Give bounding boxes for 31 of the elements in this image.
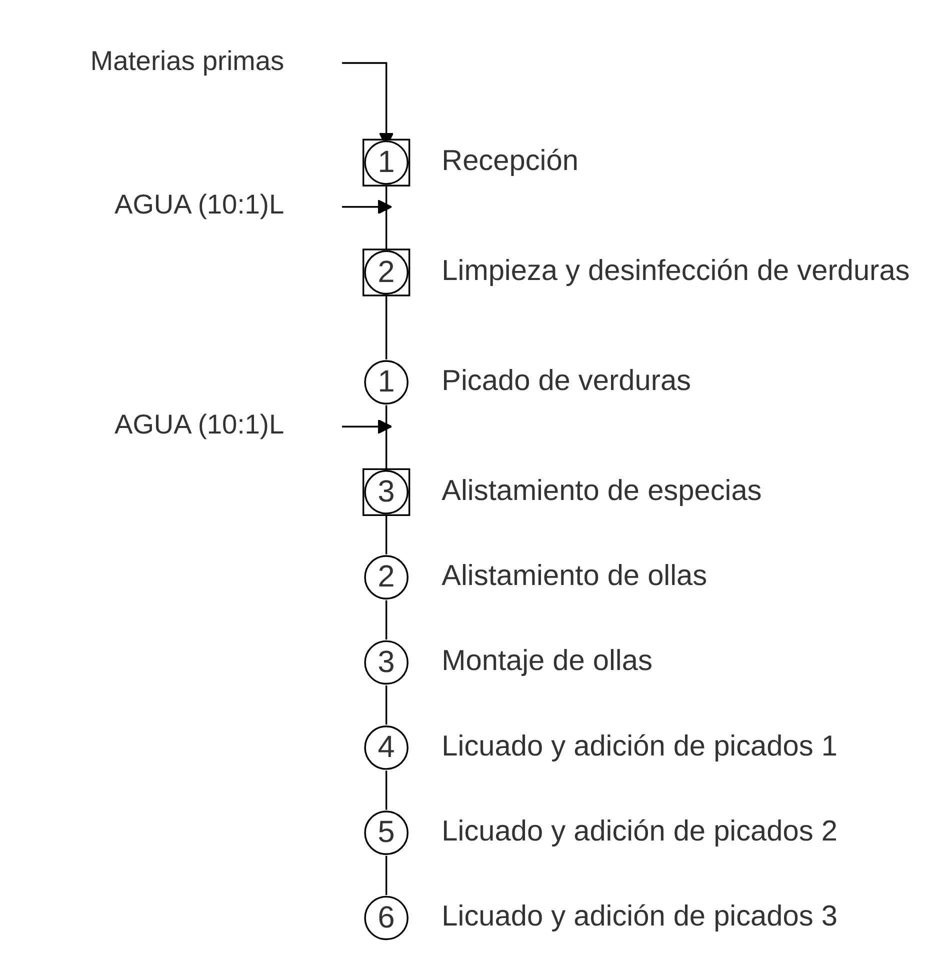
connector-line [385,405,388,470]
arrow [342,199,392,214]
connector-line [385,770,388,810]
input-label: Materias primas [90,48,284,77]
step-label: Montaje de ollas [442,645,652,678]
step-label: Limpieza y desinfección de verduras [442,255,910,288]
step-label: Alistamiento de especias [442,474,762,507]
arrow [342,419,392,434]
operation-inspection-symbol: 3 [362,468,410,516]
operation-circle: 1 [364,360,408,404]
step-label: Licuado y adición de picados 2 [442,815,838,848]
operation-circle: 5 [364,810,408,855]
connector-line [385,685,388,725]
operation-inspection-symbol: 2 [362,248,410,296]
connector-line [385,186,388,250]
connector-line [385,515,388,554]
step-label: Picado de verduras [442,364,692,397]
operation-circle: 6 [364,896,408,940]
connector-line [385,600,388,640]
connector-line [385,856,388,895]
input-label: AGUA (10:1)L [114,411,284,440]
step-label: Recepción [442,145,578,178]
operation-circle: 2 [364,555,408,600]
step-label: Alistamiento de ollas [442,560,708,592]
step-label: Licuado y adición de picados 3 [442,900,838,933]
operation-circle: 4 [364,726,408,770]
step-label: Licuado y adición de picados 1 [442,730,838,762]
operation-circle: 3 [364,640,408,685]
connector-line [385,295,388,360]
operation-inspection-symbol: 1 [362,138,410,186]
input-label: AGUA (10:1)L [114,192,284,221]
